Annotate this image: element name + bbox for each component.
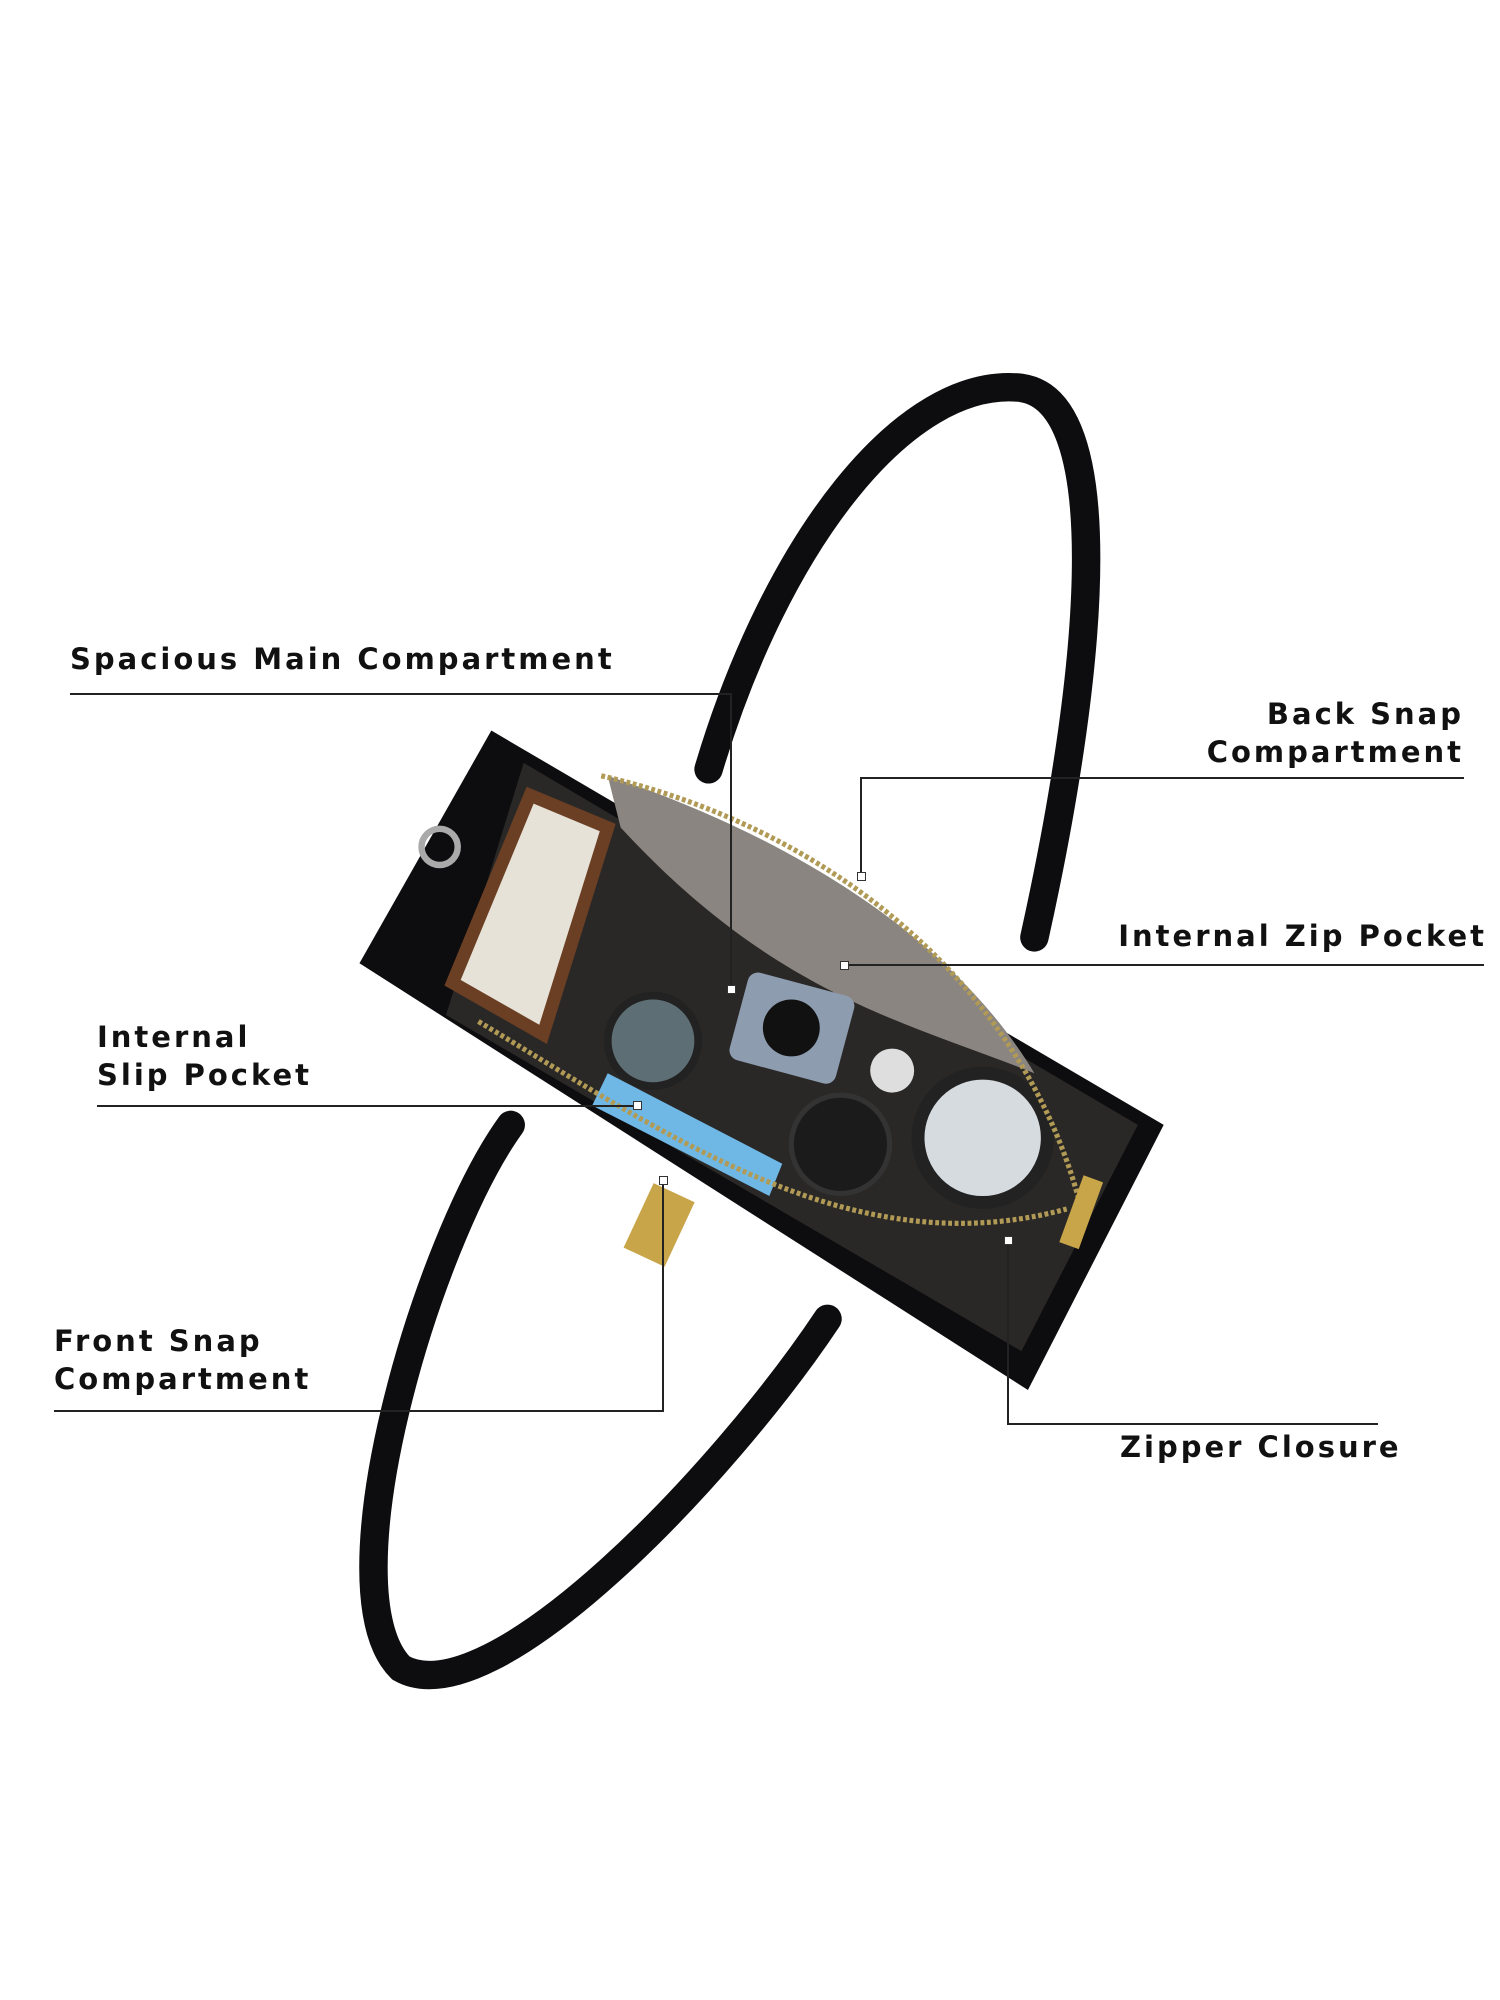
leader-line	[662, 1179, 664, 1412]
callout-spacious-main-compartment: Spacious Main Compartment	[70, 642, 615, 676]
leader-line	[1007, 1423, 1378, 1425]
leader-line	[860, 777, 862, 875]
callout-dot	[633, 1101, 642, 1110]
powder-jar	[911, 1066, 1054, 1209]
callout-zipper-closure: Zipper Closure	[1120, 1430, 1402, 1464]
label-line: Back Snap	[1266, 697, 1464, 731]
label-line: Front Snap	[54, 1324, 263, 1358]
callout-dot	[727, 985, 736, 994]
top-handle	[694, 373, 1101, 952]
leader-line	[730, 693, 732, 989]
leader-line	[843, 964, 1484, 966]
leader-line	[54, 1410, 664, 1412]
callout-internal-slip-pocket: Internal Slip Pocket	[97, 1018, 312, 1094]
callout-front-snap-compartment: Front Snap Compartment	[54, 1322, 311, 1398]
callout-dot	[1004, 1236, 1013, 1245]
label-line: Compartment	[54, 1362, 312, 1396]
compact	[603, 991, 703, 1090]
callout-dot	[857, 872, 866, 881]
callout-internal-zip-pocket: Internal Zip Pocket	[1118, 919, 1487, 953]
leader-line	[1007, 1239, 1009, 1425]
notebook	[444, 786, 616, 1045]
zipper	[477, 773, 1083, 1226]
zip-pocket-lining	[607, 775, 1035, 1074]
leader-line	[860, 777, 1464, 779]
label-line: Compartment	[1206, 735, 1464, 769]
callout-dot	[659, 1176, 668, 1185]
zipper-pull	[1059, 1175, 1104, 1250]
leader-line	[97, 1105, 636, 1107]
leader-line	[70, 693, 732, 695]
callout-back-snap-compartment: Back Snap Compartment	[1207, 695, 1464, 771]
label-line: Slip Pocket	[97, 1058, 313, 1092]
label-line: Internal	[97, 1020, 251, 1054]
bottom-handle	[359, 1110, 842, 1690]
d-ring	[418, 825, 461, 869]
callout-dot	[840, 961, 849, 970]
clasp	[623, 1183, 695, 1267]
jar-lid	[788, 1092, 893, 1197]
